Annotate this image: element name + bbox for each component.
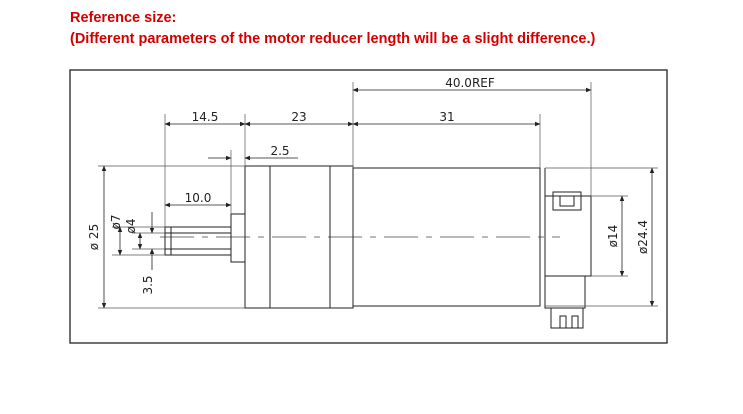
label-flat-length: 10.0 [185, 191, 212, 205]
label-flat-diameter: ø4 [124, 219, 138, 234]
label-shaft-diameter: ø7 [109, 215, 123, 230]
motor-end-cap [544, 191, 592, 329]
label-end-diameter: ø14 [606, 225, 620, 248]
gearbox-flange [230, 213, 246, 263]
label-flange: 2.5 [270, 144, 289, 158]
label-total-length: 40.0REF [445, 76, 495, 90]
label-shaft-length: 14.5 [192, 110, 219, 124]
drawing-frame [69, 69, 668, 344]
label-motor-diameter: ø24.4 [636, 220, 650, 254]
label-gearbox-diameter: ø 25 [87, 224, 101, 250]
label-shaft-offset: 3.5 [141, 275, 155, 294]
label-motor-length: 31 [439, 110, 454, 124]
label-gearbox-length: 23 [291, 110, 306, 124]
reference-size-title: Reference size: [70, 10, 177, 26]
extension-lines [98, 82, 658, 309]
gearbox [244, 165, 354, 309]
reference-size-note: (Different parameters of the motor reduc… [70, 31, 596, 47]
output-shaft [164, 226, 232, 256]
